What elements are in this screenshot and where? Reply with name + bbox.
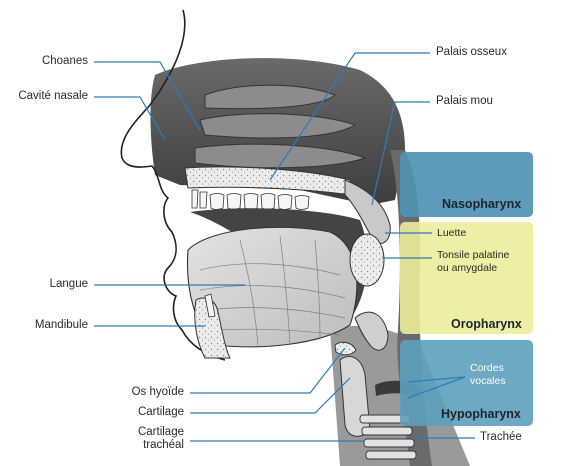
zone-note-tonsile-line2: ou amygdale xyxy=(437,262,497,274)
label-palais-osseux: Palais osseux xyxy=(436,46,507,59)
label-cavite-nasale: Cavité nasale xyxy=(0,90,88,103)
label-cartilage-tracheal-line2: trachéal xyxy=(143,439,184,451)
label-choanes: Choanes xyxy=(0,55,88,68)
zone-title-oropharynx: Oropharynx xyxy=(451,317,522,331)
zone-note-cordes-line1: Cordes xyxy=(470,362,504,374)
zone-title-hypopharynx: Hypopharynx xyxy=(441,407,521,421)
upper-teeth xyxy=(192,190,309,210)
zone-note-tonsile-line1: Tonsile palatine xyxy=(437,249,509,261)
label-cartilage: Cartilage xyxy=(0,406,184,419)
label-os-hyoide: Os hyoïde xyxy=(0,386,184,399)
zone-note-cordes-line2: vocales xyxy=(470,375,506,387)
label-langue: Langue xyxy=(0,278,88,291)
label-palais-mou: Palais mou xyxy=(436,95,493,108)
zone-title-nasopharynx: Nasopharynx xyxy=(442,197,521,211)
tonsil-shape xyxy=(350,234,384,286)
label-trachee: Trachée xyxy=(480,431,522,444)
zone-note-luette: Luette xyxy=(437,227,466,240)
zone-note-tonsile: Tonsile palatine ou amygdale xyxy=(437,249,509,275)
zone-note-cordes-vocales: Cordes vocales xyxy=(470,362,506,388)
label-cartilage-tracheal: Cartilage trachéal xyxy=(0,426,184,452)
label-cartilage-tracheal-line1: Cartilage xyxy=(138,426,184,438)
label-mandibule: Mandibule xyxy=(0,319,88,332)
